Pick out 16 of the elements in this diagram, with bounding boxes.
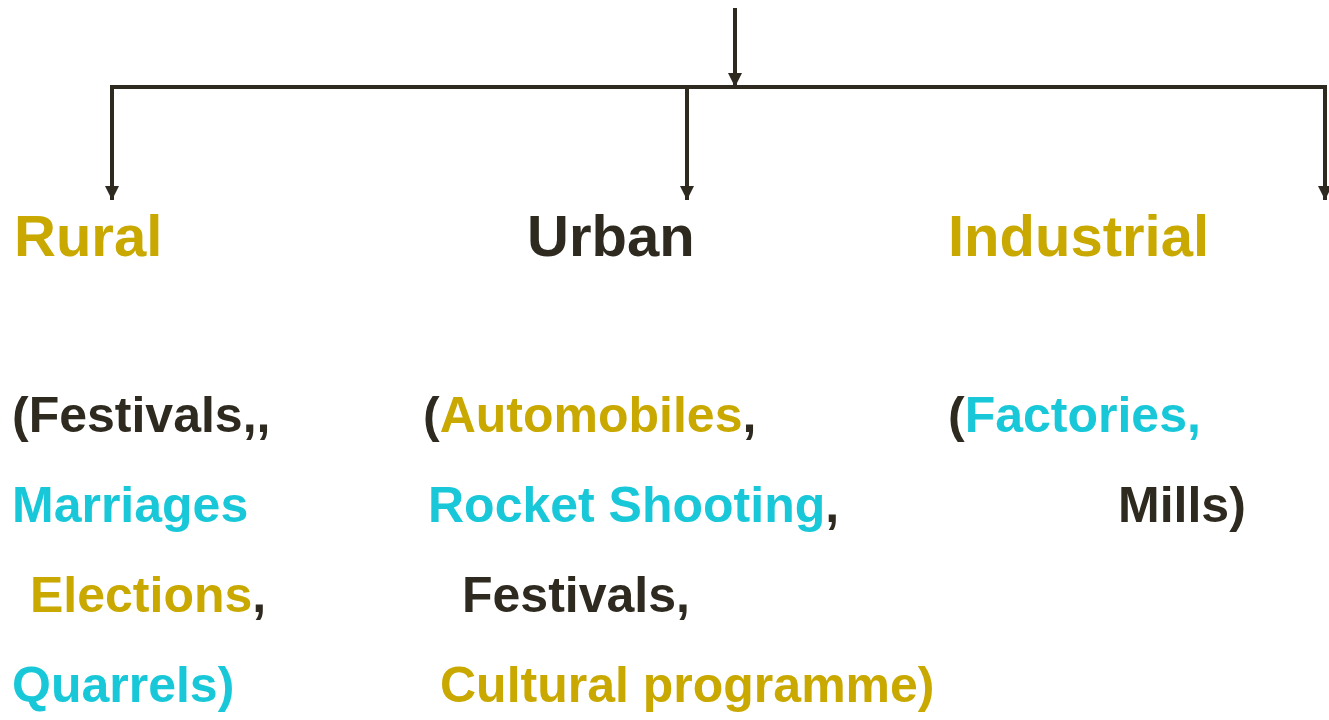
arrow (735, 85, 1329, 200)
example-text: (Automobiles, (423, 386, 757, 445)
example-text: (Festivals,, (12, 386, 271, 445)
category-heading: Rural (14, 204, 163, 268)
example-text: Mills) (1118, 476, 1246, 535)
arrow (728, 8, 742, 87)
example-text: (Factories, (948, 386, 1201, 445)
example-text: Cultural programme) (440, 656, 935, 715)
arrow (680, 85, 735, 200)
example-text: Quarrels) (12, 656, 235, 715)
example-text: Rocket Shooting, (428, 476, 840, 535)
example-text: Elections, (30, 566, 267, 625)
category-heading: Industrial (948, 204, 1210, 268)
example-text: Festivals, (462, 566, 690, 625)
category-heading: Urban (527, 204, 695, 268)
example-text: Marriages (12, 476, 249, 535)
